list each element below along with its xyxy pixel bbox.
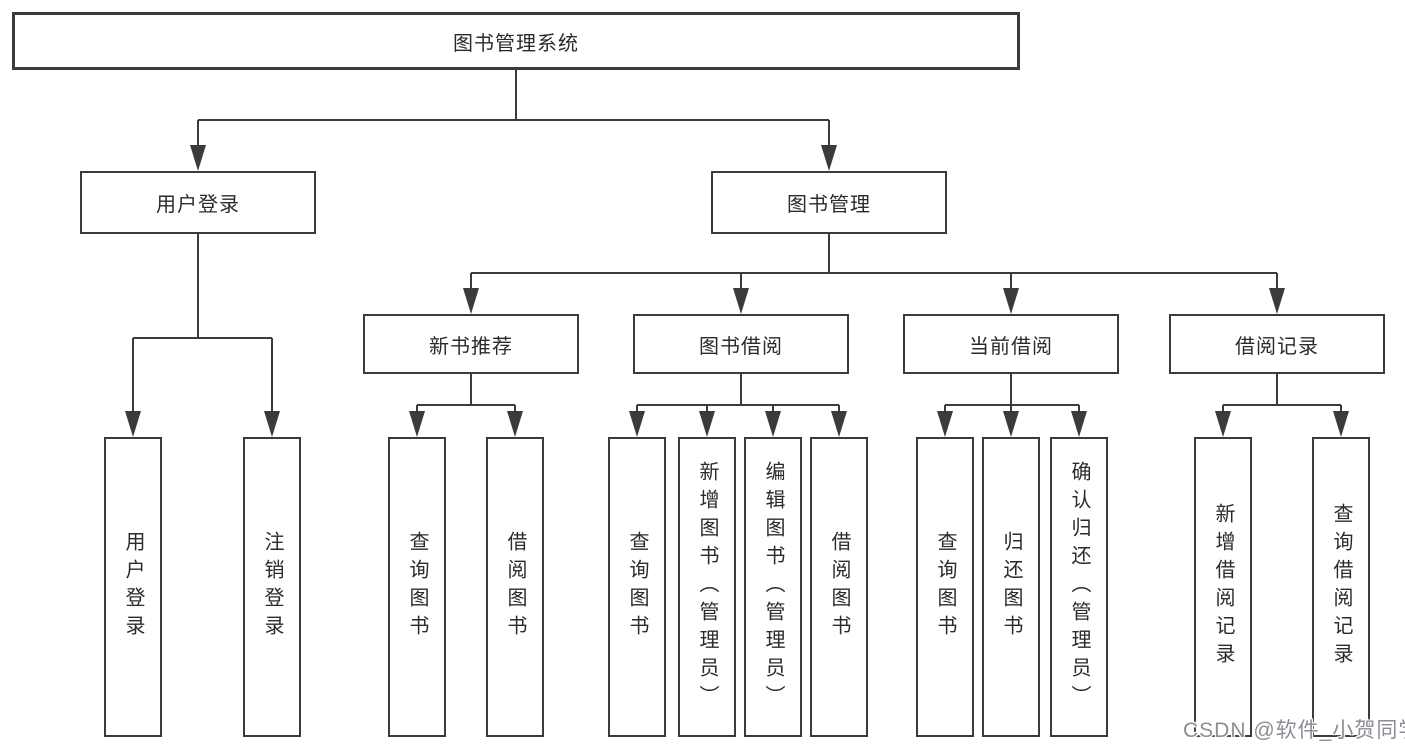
node-new-book-recommend: 新书推荐: [363, 314, 579, 374]
arrow-down-icon: [463, 288, 479, 314]
node-root: 图书管理系统: [12, 12, 1020, 70]
leaf-borrow-books: 借阅图书: [810, 437, 868, 737]
leaf-label: 归还图书: [1000, 531, 1022, 643]
arrow-down-icon: [190, 145, 206, 171]
leaf-logout: 注销登录: [243, 437, 301, 737]
connector-root-to-level2: [197, 70, 830, 147]
arrow-down-icon: [1071, 411, 1087, 437]
arrow-down-icon: [699, 411, 715, 437]
node-current-borrow: 当前借阅: [903, 314, 1119, 374]
node-book-borrow: 图书借阅: [633, 314, 849, 374]
leaf-label: 借阅图书: [828, 531, 850, 643]
arrow-down-icon: [629, 411, 645, 437]
leaf-label: 查询图书: [626, 531, 648, 643]
node-book-management: 图书管理: [711, 171, 947, 234]
node-borrow-records: 借阅记录: [1169, 314, 1385, 374]
leaf-label: 确认归还（管理员）: [1068, 461, 1090, 713]
node-label: 当前借阅: [969, 335, 1053, 358]
connector-book-management-to-level3: [470, 234, 1278, 290]
node-root-label: 图书管理系统: [453, 32, 579, 55]
arrow-down-icon: [1269, 288, 1285, 314]
arrow-down-icon: [1215, 411, 1231, 437]
node-label: 图书借阅: [699, 335, 783, 358]
leaf-return-books: 归还图书: [982, 437, 1040, 737]
node-label: 借阅记录: [1235, 335, 1319, 358]
leaf-label: 用户登录: [122, 531, 144, 643]
leaf-add-books-admin: 新增图书（管理员）: [678, 437, 736, 737]
arrow-down-icon: [821, 145, 837, 171]
arrow-down-icon: [1003, 288, 1019, 314]
leaf-label: 查询图书: [406, 531, 428, 643]
leaf-label: 编辑图书（管理员）: [762, 461, 784, 713]
arrow-down-icon: [1003, 411, 1019, 437]
arrow-down-icon: [733, 288, 749, 314]
node-label: 用户登录: [156, 194, 240, 216]
leaf-borrow-books-recommend: 借阅图书: [486, 437, 544, 737]
arrow-down-icon: [1333, 411, 1349, 437]
leaf-query-borrow-record: 查询借阅记录: [1312, 437, 1370, 737]
node-user-login: 用户登录: [80, 171, 316, 234]
connector-user-login-to-leaves: [132, 234, 273, 413]
arrow-down-icon: [125, 411, 141, 437]
arrow-down-icon: [507, 411, 523, 437]
arrow-down-icon: [409, 411, 425, 437]
leaf-label: 新增借阅记录: [1212, 503, 1234, 671]
connector-book-borrow-to-leaves: [636, 374, 840, 413]
leaf-label: 新增图书（管理员）: [696, 461, 718, 713]
leaf-label: 注销登录: [261, 531, 283, 643]
arrow-down-icon: [264, 411, 280, 437]
leaf-label: 查询图书: [934, 531, 956, 643]
leaf-user-login: 用户登录: [104, 437, 162, 737]
leaf-query-books-recommend: 查询图书: [388, 437, 446, 737]
leaf-query-books-borrow: 查询图书: [608, 437, 666, 737]
arrow-down-icon: [937, 411, 953, 437]
node-label: 图书管理: [787, 194, 871, 216]
arrow-down-icon: [765, 411, 781, 437]
leaf-query-books-current: 查询图书: [916, 437, 974, 737]
leaf-label: 借阅图书: [504, 531, 526, 643]
leaf-add-borrow-record: 新增借阅记录: [1194, 437, 1252, 737]
connector-new-book-recommend-to-leaves: [416, 374, 516, 413]
arrow-down-icon: [831, 411, 847, 437]
connector-current-borrow-to-leaves: [944, 374, 1080, 413]
csdn-watermark: CSDN @软件_小贺同学: [1183, 719, 1405, 742]
node-label: 新书推荐: [429, 335, 513, 358]
arrowheads: [125, 145, 1349, 437]
leaf-edit-books-admin: 编辑图书（管理员）: [744, 437, 802, 737]
leaf-confirm-return-admin: 确认归还（管理员）: [1050, 437, 1108, 737]
connector-borrow-records-to-leaves: [1222, 374, 1342, 413]
leaf-label: 查询借阅记录: [1330, 503, 1352, 671]
